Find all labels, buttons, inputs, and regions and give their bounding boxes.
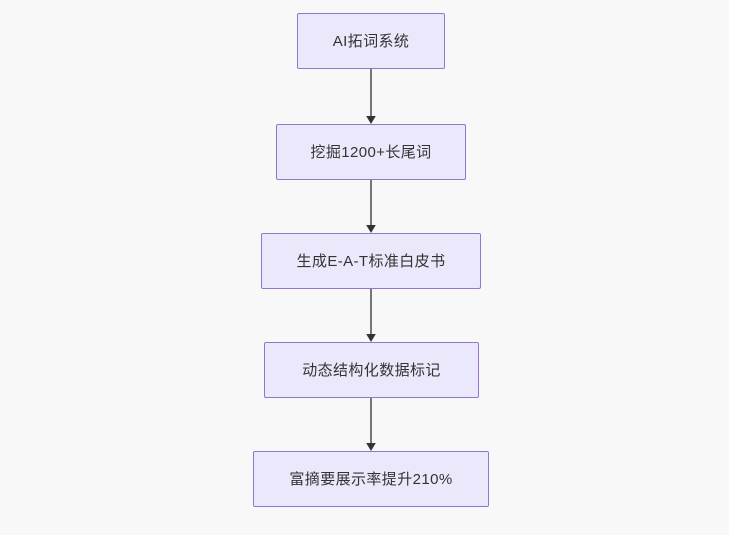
flow-connector-arrow — [360, 289, 382, 342]
flow-node-label: 动态结构化数据标记 — [302, 361, 441, 379]
flow-node-label: AI拓词系统 — [332, 32, 410, 50]
flow-node-1[interactable]: AI拓词系统 — [297, 13, 445, 69]
flow-node-4[interactable]: 动态结构化数据标记 — [264, 342, 479, 398]
flow-node-label: 生成E-A-T标准白皮书 — [296, 252, 446, 270]
flow-node-3[interactable]: 生成E-A-T标准白皮书 — [261, 233, 481, 289]
flow-connector-arrow — [360, 180, 382, 233]
flow-node-2[interactable]: 挖掘1200+长尾词 — [276, 124, 466, 180]
flow-node-label: 挖掘1200+长尾词 — [310, 143, 432, 161]
flow-connector-arrow — [360, 69, 382, 124]
arrowhead-icon — [366, 443, 376, 451]
flow-node-5[interactable]: 富摘要展示率提升210% — [253, 451, 489, 507]
arrowhead-icon — [366, 225, 376, 233]
arrowhead-icon — [366, 116, 376, 124]
flow-node-label: 富摘要展示率提升210% — [289, 470, 453, 488]
arrowhead-icon — [366, 334, 376, 342]
flow-connector-arrow — [360, 398, 382, 451]
